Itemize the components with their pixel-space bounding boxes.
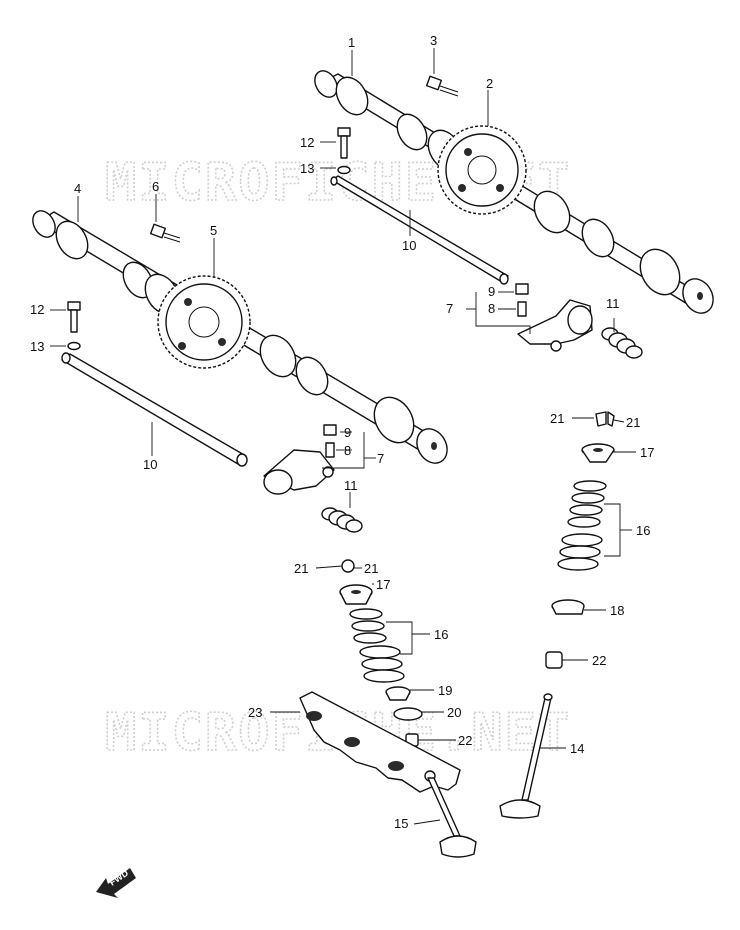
adjuster-screw-lower[interactable] [325,442,335,458]
callout-10-lower: 10 [143,457,157,472]
callout-9-upper: 9 [488,284,495,299]
callout-21-left-a: 21 [294,561,308,576]
callout-14: 14 [570,741,584,756]
valve-intake[interactable] [427,777,477,858]
callout-3: 3 [430,33,437,48]
callout-22-right: 22 [592,653,606,668]
callout-13-lower: 13 [30,339,44,354]
washer-20[interactable] [393,707,423,721]
callout-12-lower: 12 [30,302,44,317]
sprocket-bolt-upper[interactable] [425,75,459,97]
rocker-spring-upper[interactable] [601,327,643,359]
rocker-spring-lower[interactable] [321,507,363,533]
valve-spring-left[interactable] [349,608,405,683]
callout-2: 2 [486,76,493,91]
callout-21-left-b: 21 [364,561,378,576]
valve-exhaust[interactable] [499,693,553,819]
callout-15: 15 [394,816,408,831]
forward-direction-arrow: FWD [96,868,136,898]
callout-1: 1 [348,35,355,50]
callout-7-lower: 7 [377,451,384,466]
callout-6: 6 [152,179,159,194]
spring-retainer-left[interactable] [339,584,373,605]
stem-seal-19[interactable] [385,686,411,701]
sprocket-bolt-lower[interactable] [149,223,181,243]
callout-23: 23 [248,705,262,720]
callout-11-upper: 11 [606,296,620,311]
callout-13-upper: 13 [300,161,314,176]
callout-19: 19 [438,683,452,698]
bolt-12-lower[interactable] [67,301,81,333]
cover-plate[interactable] [299,691,461,793]
callout-12-upper: 12 [300,135,314,150]
callout-22-left: 22 [458,733,472,748]
rocker-shaft-upper[interactable] [330,175,509,285]
washer-13-lower[interactable] [67,341,81,351]
rocker-arm-upper[interactable] [517,299,593,352]
adjuster-nut-upper[interactable] [515,283,529,295]
rocker-shaft-lower[interactable] [61,352,248,467]
callout-8-upper: 8 [488,301,495,316]
callout-10-upper: 10 [402,238,416,253]
bolt-12-upper[interactable] [337,127,351,159]
callout-16-left: 16 [434,627,448,642]
callout-21-right-a: 21 [550,411,564,426]
rocker-arm-lower[interactable] [263,449,335,495]
stem-seal-right[interactable] [545,651,563,669]
callout-11-lower: 11 [344,478,358,493]
adjuster-nut-lower[interactable] [323,424,337,436]
callout-16-right: 16 [636,523,650,538]
callout-20: 20 [447,705,461,720]
valve-cotter-left[interactable] [341,559,355,573]
cam-sprocket-upper[interactable] [437,125,527,215]
valve-spring-right[interactable] [557,480,607,571]
callout-numbers: 1 2 3 4 5 6 7 7 8 8 9 9 10 10 11 11 12 1… [30,33,654,831]
spring-seat-right[interactable] [551,599,585,615]
callout-18: 18 [610,603,624,618]
leader-lines [50,48,636,825]
callout-7-upper: 7 [446,301,453,316]
callout-17-left: 17 [376,577,390,592]
callout-5: 5 [210,223,217,238]
callout-8-lower: 8 [344,443,351,458]
spring-retainer-right[interactable] [581,443,615,463]
washer-13-upper[interactable] [337,165,351,175]
callout-9-lower: 9 [344,425,351,440]
callout-17-right: 17 [640,445,654,460]
callout-4: 4 [74,181,81,196]
cam-sprocket-lower[interactable] [157,275,251,369]
callout-21-right-b: 21 [626,415,640,430]
valve-cotter-right[interactable] [595,411,615,427]
adjuster-screw-upper[interactable] [517,301,527,317]
